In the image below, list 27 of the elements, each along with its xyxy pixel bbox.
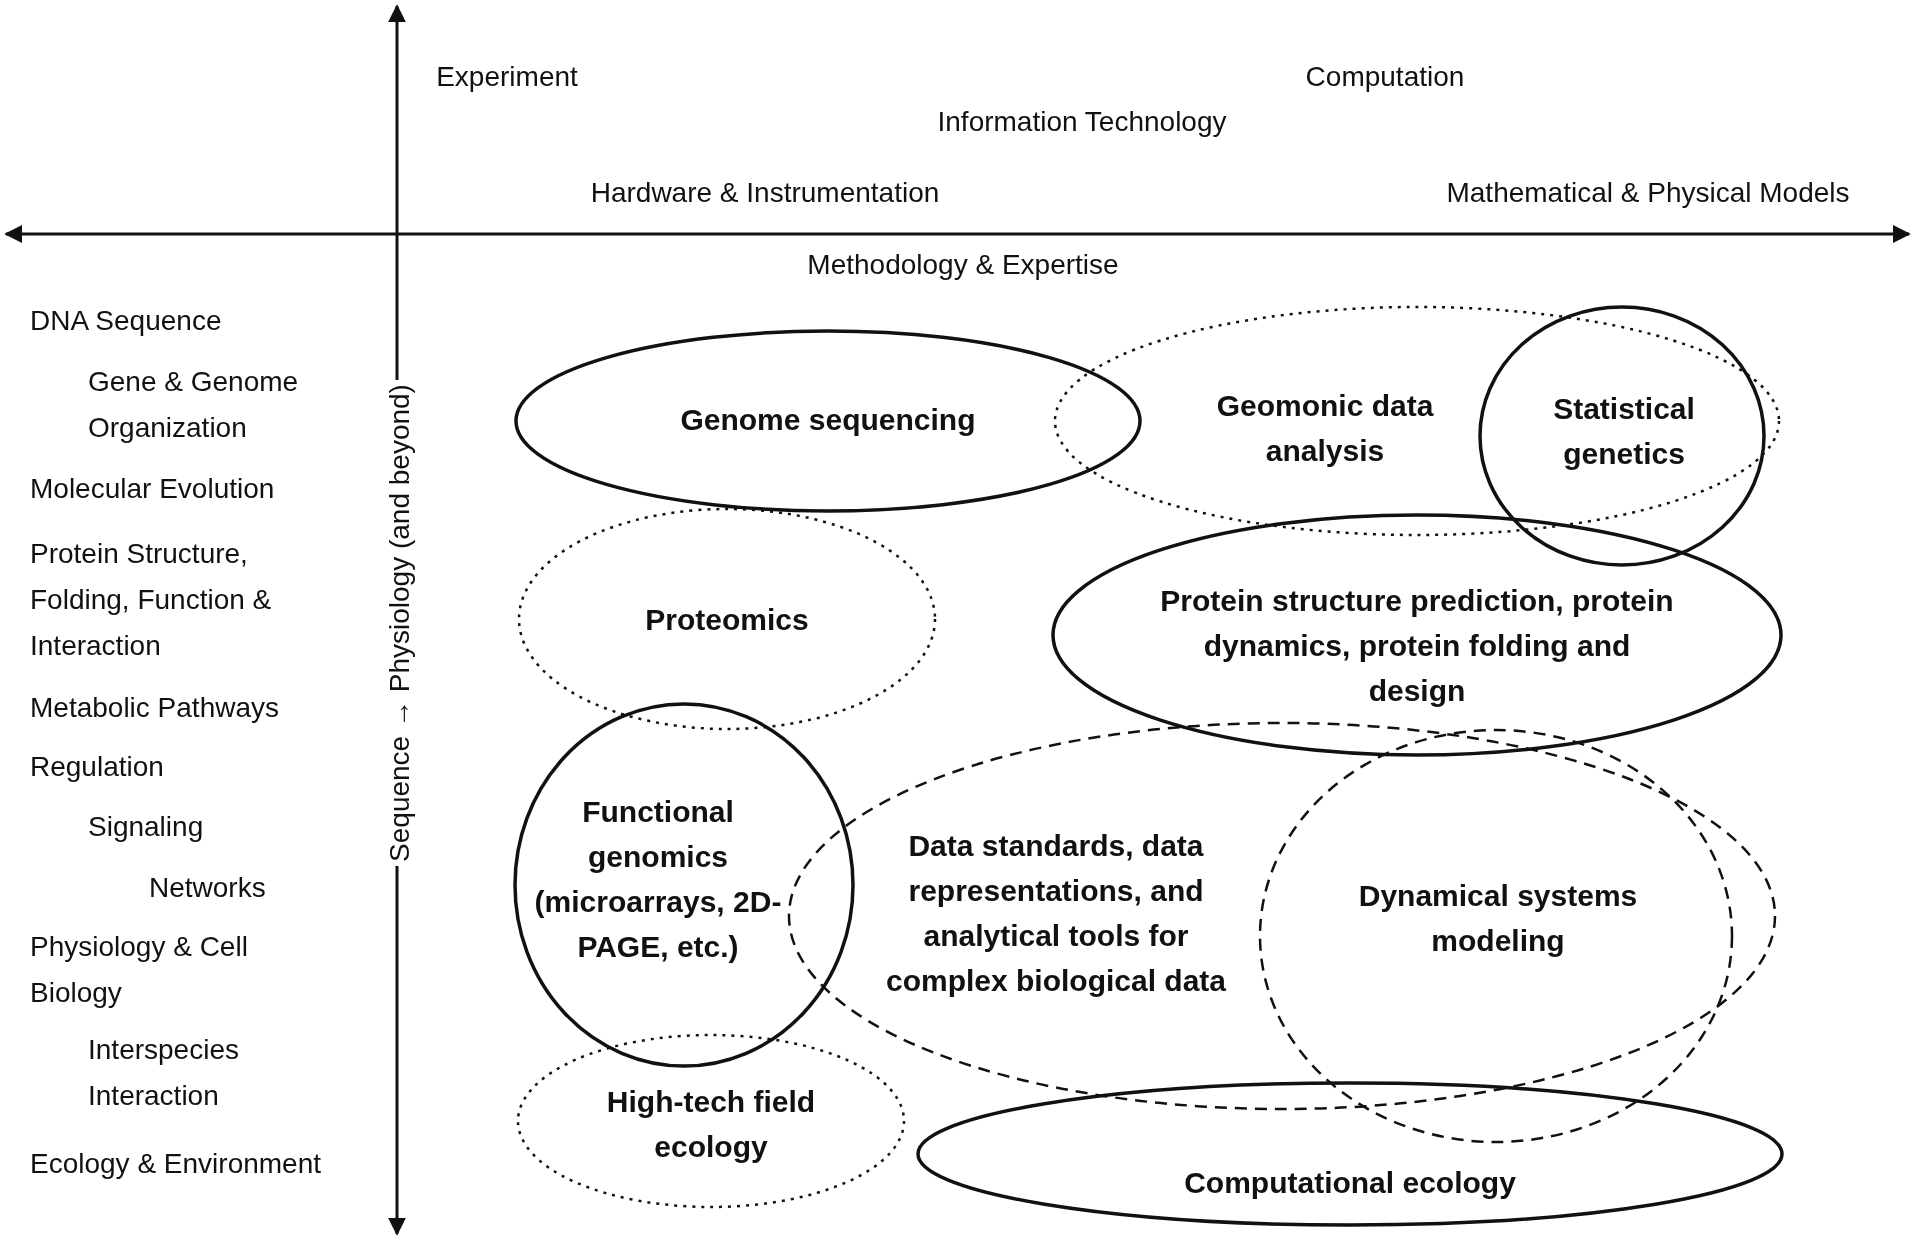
scale-label: Signaling [88,810,205,844]
topic-label: Genome sequencing [679,401,977,438]
axis-label: Hardware & Instrumentation [589,176,941,210]
scale-label: Gene & Genome Organization [88,365,300,445]
scale-label: Regulation [30,750,165,784]
topic-label: Proteomics [644,601,810,638]
scale-label: DNA Sequence [30,304,223,338]
topic-label: Dynamical systems modeling [1357,878,1639,959]
axis-label: Computation [1304,60,1466,94]
scale-label: Ecology & Environment [30,1147,323,1181]
topic-label: Computational ecology [1183,1164,1517,1201]
topic-label: Statistical genetics [1552,391,1696,472]
axis-label: Methodology & Expertise [806,248,1120,282]
axis-label: Mathematical & Physical Models [1445,176,1851,210]
scale-label: Networks [149,871,267,905]
scale-label: Protein Structure, Folding, Function & Interaction [30,537,273,663]
topic-label: Data standards, data representations, and analytical tools for complex biological data [884,828,1228,999]
axis-label: Experiment [435,60,579,94]
topic-label: Geomonic data analysis [1215,388,1435,469]
axis-label: Information Technology [936,105,1228,139]
scale-label: Molecular Evolution [30,472,276,506]
scale-label: Metabolic Pathways [30,691,280,725]
topic-label: Protein structure prediction, protein dynamics, protein folding and design [1159,582,1675,709]
topic-label: Functional genomics (microarrays, 2D-PAGE, etc.) [533,794,783,965]
scale-label: Physiology & Cell Biology [30,930,249,1010]
topic-label: High-tech field ecology [605,1084,817,1165]
scale-label: Interspecies Interaction [88,1033,240,1113]
